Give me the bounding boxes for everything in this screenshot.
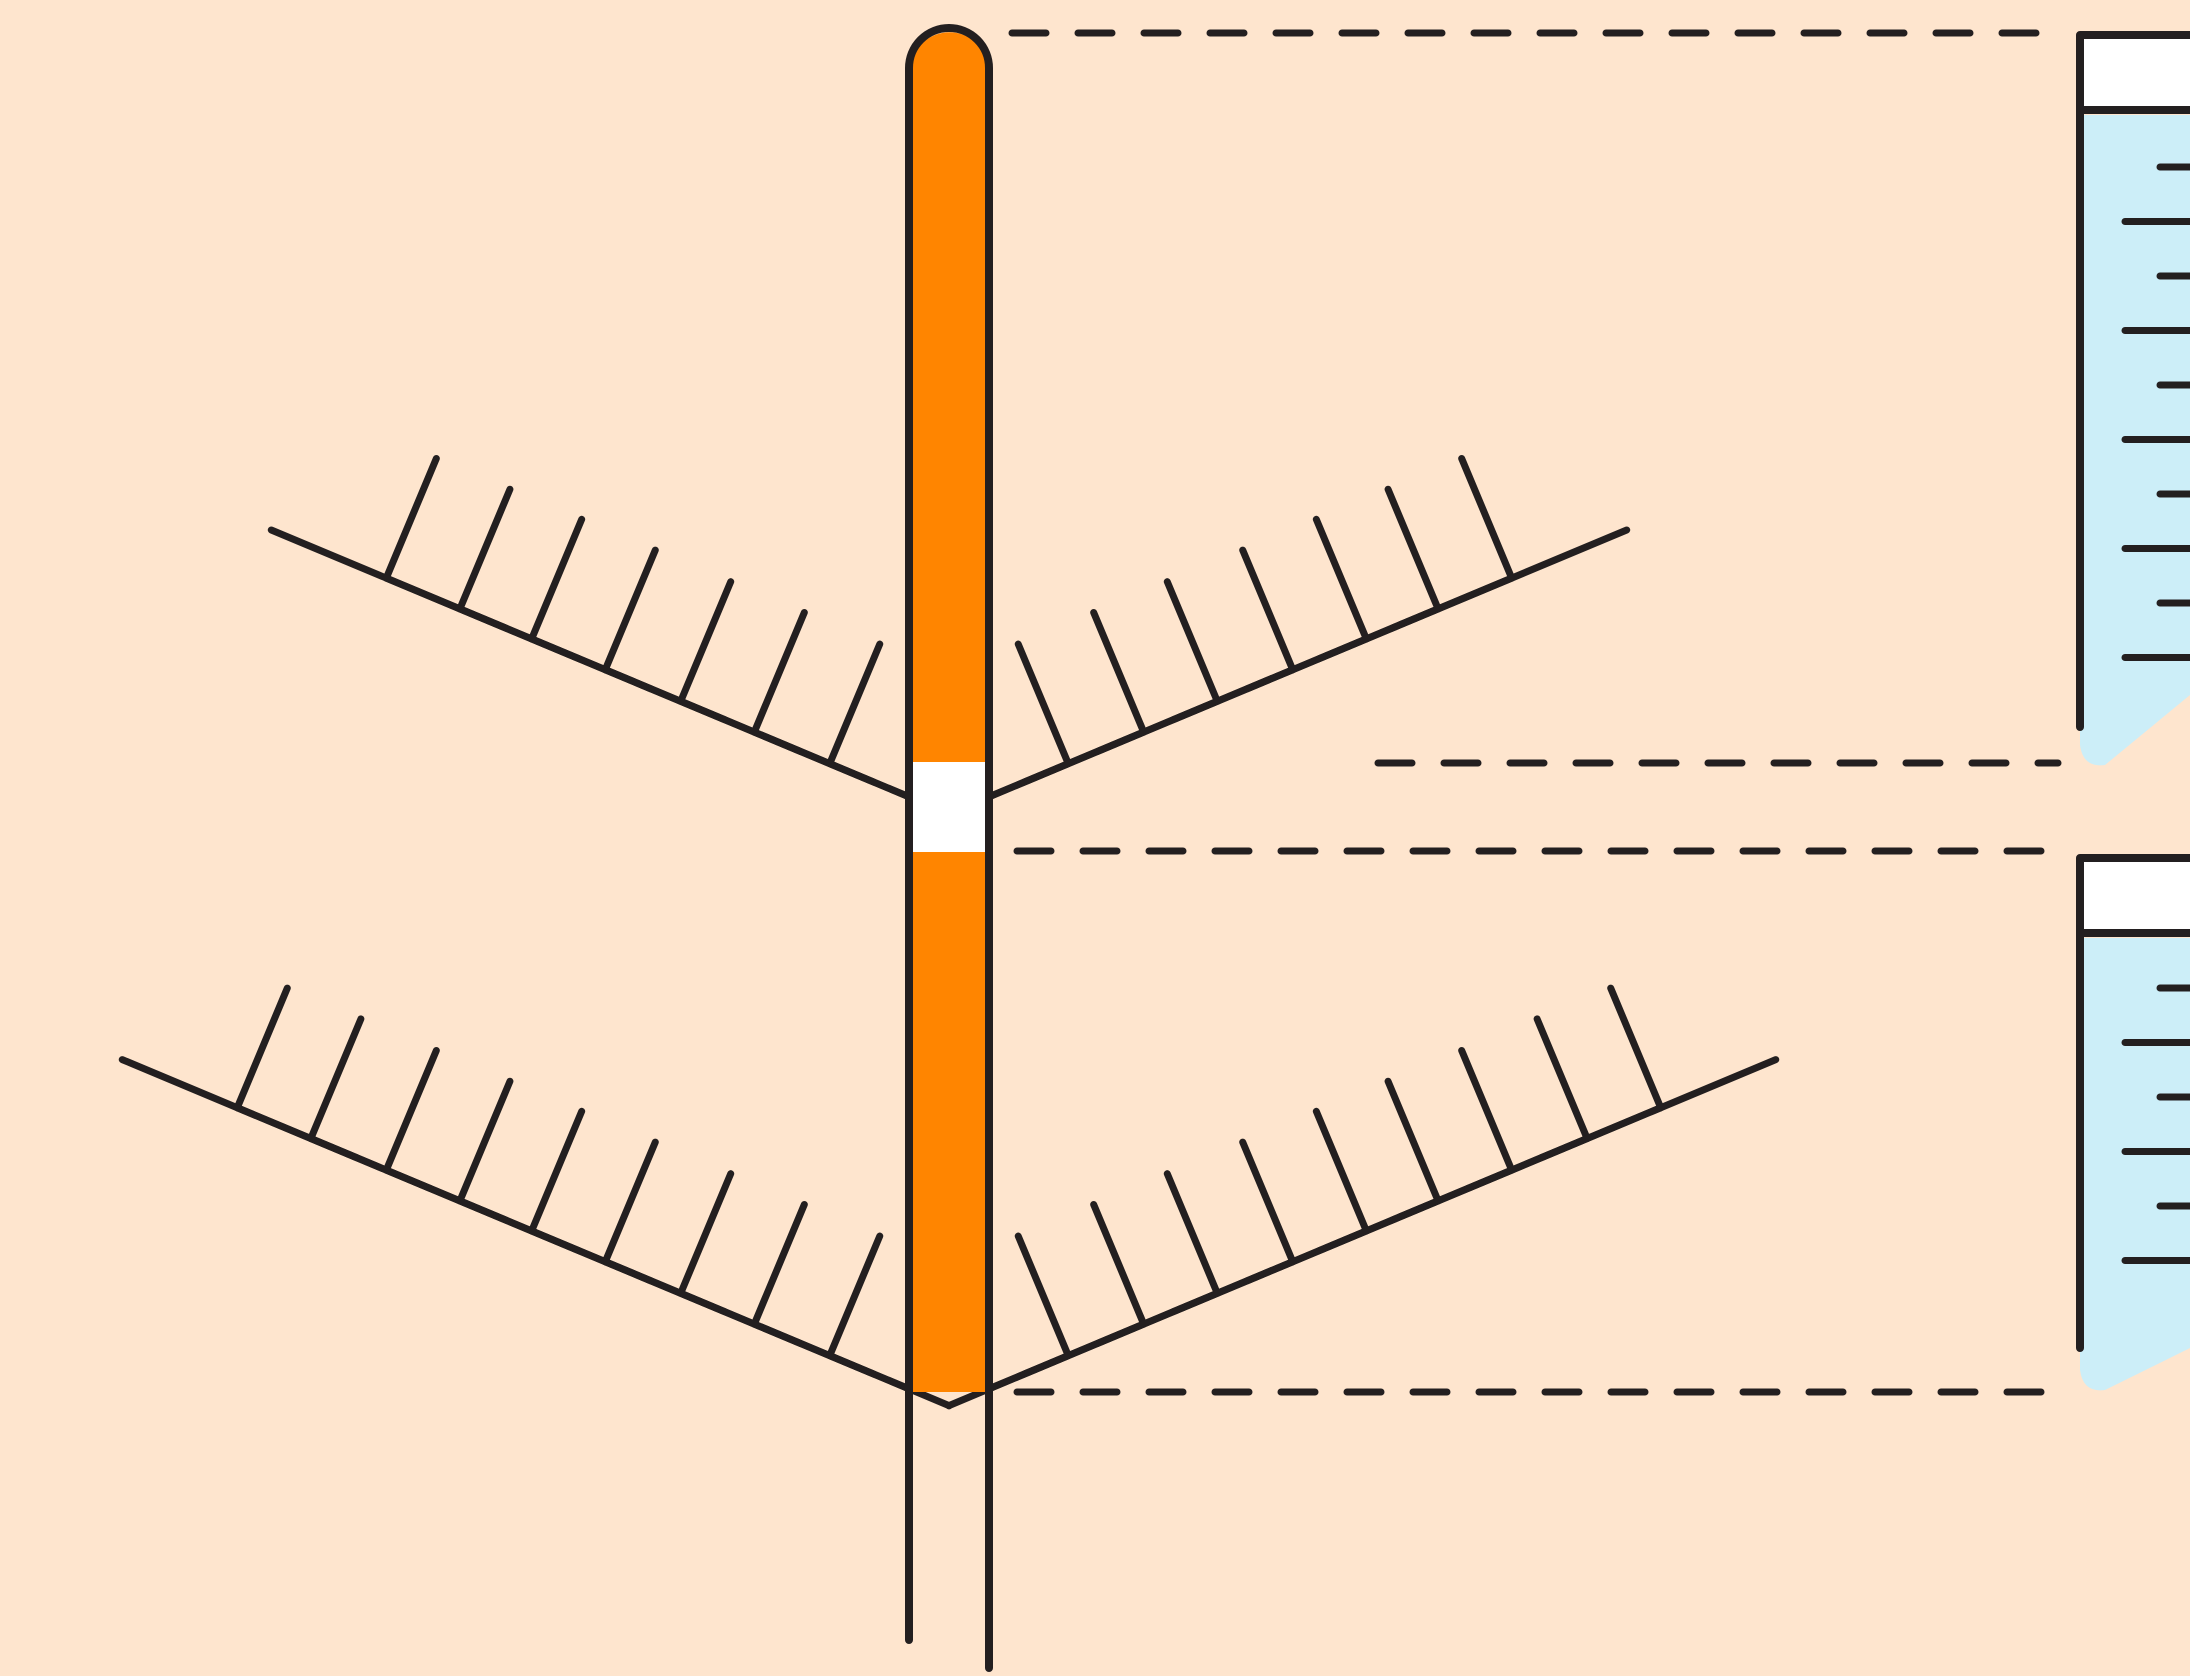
branch-barb bbox=[754, 1204, 804, 1324]
branch-barb bbox=[311, 1019, 361, 1139]
branch-barb bbox=[1018, 644, 1068, 764]
main-stem bbox=[909, 28, 989, 1668]
branch-barb bbox=[1611, 988, 1661, 1108]
branch-barb bbox=[386, 1050, 436, 1170]
branch-barb bbox=[386, 458, 436, 578]
branch-barb bbox=[1462, 1050, 1512, 1170]
measuring-cylinder-lower bbox=[2080, 858, 2190, 1390]
branch-barb bbox=[830, 644, 880, 764]
branch-barb bbox=[605, 550, 655, 670]
branch-barb bbox=[237, 1108, 357, 1158]
cylinder-liquid bbox=[2080, 938, 2190, 1390]
branch-barb bbox=[1167, 1174, 1217, 1294]
branch-barb bbox=[460, 489, 510, 609]
cylinder-top-cap bbox=[2080, 858, 2190, 936]
dashed-guide-lines bbox=[1012, 33, 2058, 1392]
branch-lower-right bbox=[949, 988, 1776, 1406]
branch-upper-left bbox=[271, 458, 949, 813]
stem-lower-segment bbox=[912, 852, 988, 1392]
branch-barb bbox=[460, 1081, 510, 1201]
branch-barb bbox=[830, 1236, 880, 1356]
branch-barb bbox=[1094, 1204, 1144, 1324]
branch-barb bbox=[681, 1174, 731, 1294]
branch-barb bbox=[237, 988, 287, 1108]
branch-barb bbox=[1316, 519, 1366, 639]
branch-barb bbox=[1388, 1081, 1438, 1201]
branch-barb bbox=[1094, 612, 1144, 732]
branch-barb bbox=[386, 578, 506, 628]
branch-barb bbox=[1316, 1111, 1366, 1231]
branch-barb bbox=[1018, 1236, 1068, 1356]
cylinder-top-cap bbox=[2080, 35, 2190, 113]
branch-barb bbox=[1392, 578, 1512, 628]
measuring-cylinder-upper bbox=[2080, 35, 2190, 765]
branch-barb bbox=[1243, 550, 1293, 670]
stem-gap-segment bbox=[912, 762, 988, 852]
branch-barb bbox=[532, 1111, 582, 1231]
branch-barb bbox=[1243, 1142, 1293, 1262]
branch-barb bbox=[1462, 458, 1512, 578]
branch-barb bbox=[754, 612, 804, 732]
branch-barb bbox=[605, 1142, 655, 1262]
branch-barb bbox=[532, 519, 582, 639]
branch-barb bbox=[681, 582, 731, 702]
branch-lower-left bbox=[122, 988, 949, 1406]
branch-barb bbox=[1537, 1019, 1587, 1139]
branch-barb bbox=[1167, 582, 1217, 702]
stem-upper-segment bbox=[911, 32, 988, 762]
branch-barb bbox=[1541, 1108, 1661, 1158]
branch-barb bbox=[1388, 489, 1438, 609]
